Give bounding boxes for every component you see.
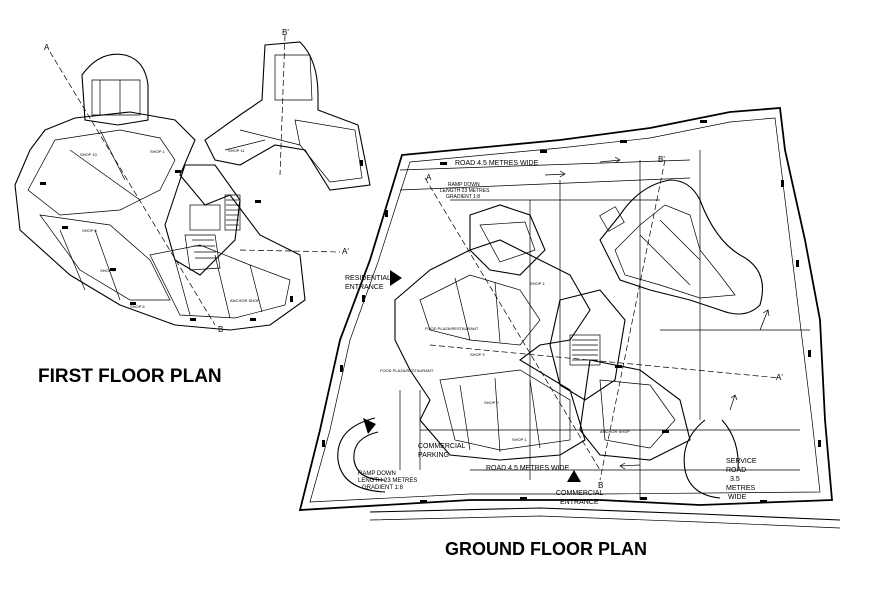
gf-commercial-parking-2: PARKING xyxy=(418,452,449,459)
gf-ramp-top-3: GRADIENT 1:8 xyxy=(446,194,480,200)
gf-section-b-prime: B' xyxy=(658,155,665,164)
gf-ramp-top-2: LENGTH 23 METRES xyxy=(440,188,490,194)
gf-food-plaza: FOOD PLAZA/RESTAURANT xyxy=(425,326,479,331)
gf-shop-3: SHOP 3 xyxy=(470,352,485,357)
first-floor-plan: A B B' A' SHOP 1 SHOP 5 SHOP 6 SHOP 7 SH… xyxy=(14,28,371,387)
gf-commercial-entrance-2: ENTRANCE xyxy=(560,499,599,506)
gf-section-a: A xyxy=(426,173,432,182)
gf-ramp-bottom-2: LENGTH 23 METRES xyxy=(358,478,417,484)
gf-anchor-shop: ANCHOR SHOP xyxy=(600,429,630,434)
ff-anchor-shop: ANCHOR SHOP xyxy=(230,298,260,303)
gf-service-1: SERVICE xyxy=(726,458,757,465)
gf-residential-2: ENTRANCE xyxy=(345,284,384,291)
gf-ramp-bottom-1: RAMP DOWN xyxy=(358,471,396,477)
gf-service-4: METRES xyxy=(726,485,756,492)
gf-road-bottom: ROAD 4.5 METRES WIDE xyxy=(486,465,570,472)
ff-shop-5: SHOP 5 xyxy=(82,228,97,233)
gf-service-3: 3.5 xyxy=(730,476,740,483)
gf-section-b: B xyxy=(598,481,603,490)
gf-ramp-top-1: RAMP DOWN xyxy=(448,182,480,188)
gf-section-a-prime: A' xyxy=(776,373,783,382)
gf-food-plaza-2: FOOD PLAZA/RESTAURANT xyxy=(380,368,434,373)
ff-shop-6: SHOP 6 xyxy=(130,304,145,309)
ff-section-b-prime: B' xyxy=(282,28,289,37)
ff-shop-7: SHOP 7 xyxy=(100,268,115,273)
gf-residential-1: RESIDENTIAL xyxy=(345,275,391,282)
first-floor-title: FIRST FLOOR PLAN xyxy=(38,366,222,387)
gf-road-top: ROAD 4.5 METRES WIDE xyxy=(455,160,539,167)
ground-floor-title: GROUND FLOOR PLAN xyxy=(445,539,647,559)
gf-service-2: ROAD xyxy=(726,467,746,474)
ff-shop-11: SHOP 11 xyxy=(228,148,245,153)
gf-ramp-bottom-3: GRADIENT 1:8 xyxy=(362,485,404,491)
ff-section-a-prime: A' xyxy=(342,247,349,256)
gf-commercial-entrance-1: COMMERCIAL xyxy=(556,490,604,497)
ff-shop-1: SHOP 1 xyxy=(150,149,165,154)
ff-section-a: A xyxy=(44,43,50,52)
gf-shop-1: SHOP 1 xyxy=(512,437,527,442)
gf-service-5: WIDE xyxy=(728,494,747,501)
ff-shop-10: SHOP 10 xyxy=(80,152,98,157)
gf-shop-2: SHOP 2 xyxy=(484,400,499,405)
ground-floor-plan: ROAD 4.5 METRES WIDE ROAD 4.5 METRES WID… xyxy=(298,107,841,559)
gf-shop-4: SHOP 4 xyxy=(530,281,545,286)
gf-commercial-parking-1: COMMERCIAL xyxy=(418,443,466,450)
ff-section-b: B xyxy=(218,325,223,334)
